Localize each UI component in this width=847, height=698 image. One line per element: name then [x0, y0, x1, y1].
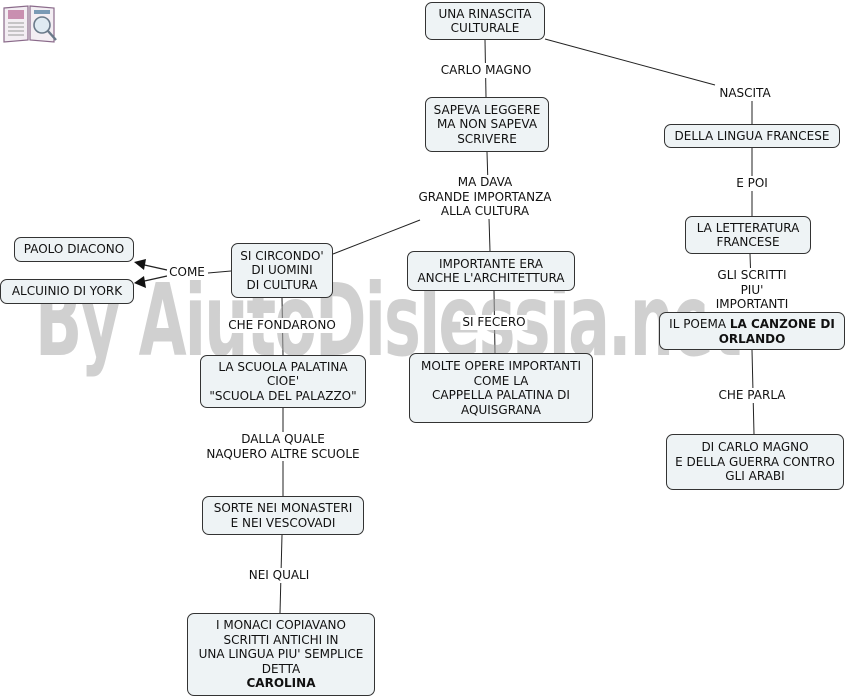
node-sapeva-leggere[interactable]: SAPEVA LEGGERE MA NON SAPEVA SCRIVERE: [425, 97, 549, 152]
node-scuola-palatina[interactable]: LA SCUOLA PALATINA CIOE' "SCUOLA DEL PAL…: [200, 355, 366, 408]
link-label-nei-quali: NEI QUALI: [246, 568, 312, 583]
node-alcuinio-di-york[interactable]: ALCUINIO DI YORK: [0, 279, 134, 304]
connector-line: [544, 38, 716, 86]
link-label-che-fondarono: CHE FONDARONO: [226, 318, 338, 333]
carolina-label: CAROLINA: [246, 676, 316, 690]
book-magnifier-icon: [2, 2, 57, 44]
connector-line: [207, 270, 232, 274]
link-label-carlo-magno: CARLO MAGNO: [438, 63, 534, 78]
link-label-dalla-quale: DALLA QUALE NAQUERO ALTRE SCUOLE: [204, 432, 362, 461]
connector-line: [332, 219, 421, 255]
node-letteratura-francese[interactable]: LA LETTERATURA FRANCESE: [685, 216, 811, 254]
node-si-circondo[interactable]: SI CIRCONDO' DI UOMINI DI CULTURA: [231, 243, 333, 298]
monaci-text: I MONACI COPIAVANO SCRITTI ANTICHI IN UN…: [198, 618, 364, 676]
link-label-si-fecero: SI FECERO: [460, 315, 528, 330]
link-label-come: COME: [167, 265, 207, 280]
poema-prefix: IL POEMA: [669, 317, 730, 331]
node-rinascita-culturale[interactable]: UNA RINASCITA CULTURALE: [425, 2, 545, 40]
node-lingua-francese[interactable]: DELLA LINGUA FRANCESE: [664, 124, 840, 148]
link-label-ma-dava: MA DAVA GRANDE IMPORTANZA ALLA CULTURA: [416, 175, 554, 219]
link-label-e-poi: E POI: [734, 176, 770, 191]
node-molte-opere[interactable]: MOLTE OPERE IMPORTANTI COME LA CAPPELLA …: [409, 353, 593, 423]
node-monasteri[interactable]: SORTE NEI MONASTERI E NEI VESCOVADI: [202, 496, 364, 535]
node-paolo-diacono[interactable]: PAOLO DIACONO: [14, 237, 134, 262]
node-architettura[interactable]: IMPORTANTE ERA ANCHE L'ARCHITETTURA: [407, 251, 575, 291]
link-label-che-parla: CHE PARLA: [716, 388, 788, 403]
arrowhead-icon: [134, 259, 146, 270]
link-label-nascita: NASCITA: [717, 86, 773, 101]
link-label-gli-scritti: GLI SCRITTI PIU' IMPORTANTI: [704, 268, 800, 312]
node-poema-orlando[interactable]: IL POEMA LA CANZONE DI ORLANDO: [659, 312, 845, 350]
arrowhead-icon: [134, 276, 146, 288]
node-carlo-magno-guerra[interactable]: DI CARLO MAGNO E DELLA GUERRA CONTRO GLI…: [666, 434, 844, 490]
node-monaci-copiavano[interactable]: I MONACI COPIAVANO SCRITTI ANTICHI IN UN…: [187, 613, 375, 696]
poema-title: LA CANZONE DI ORLANDO: [718, 317, 835, 346]
